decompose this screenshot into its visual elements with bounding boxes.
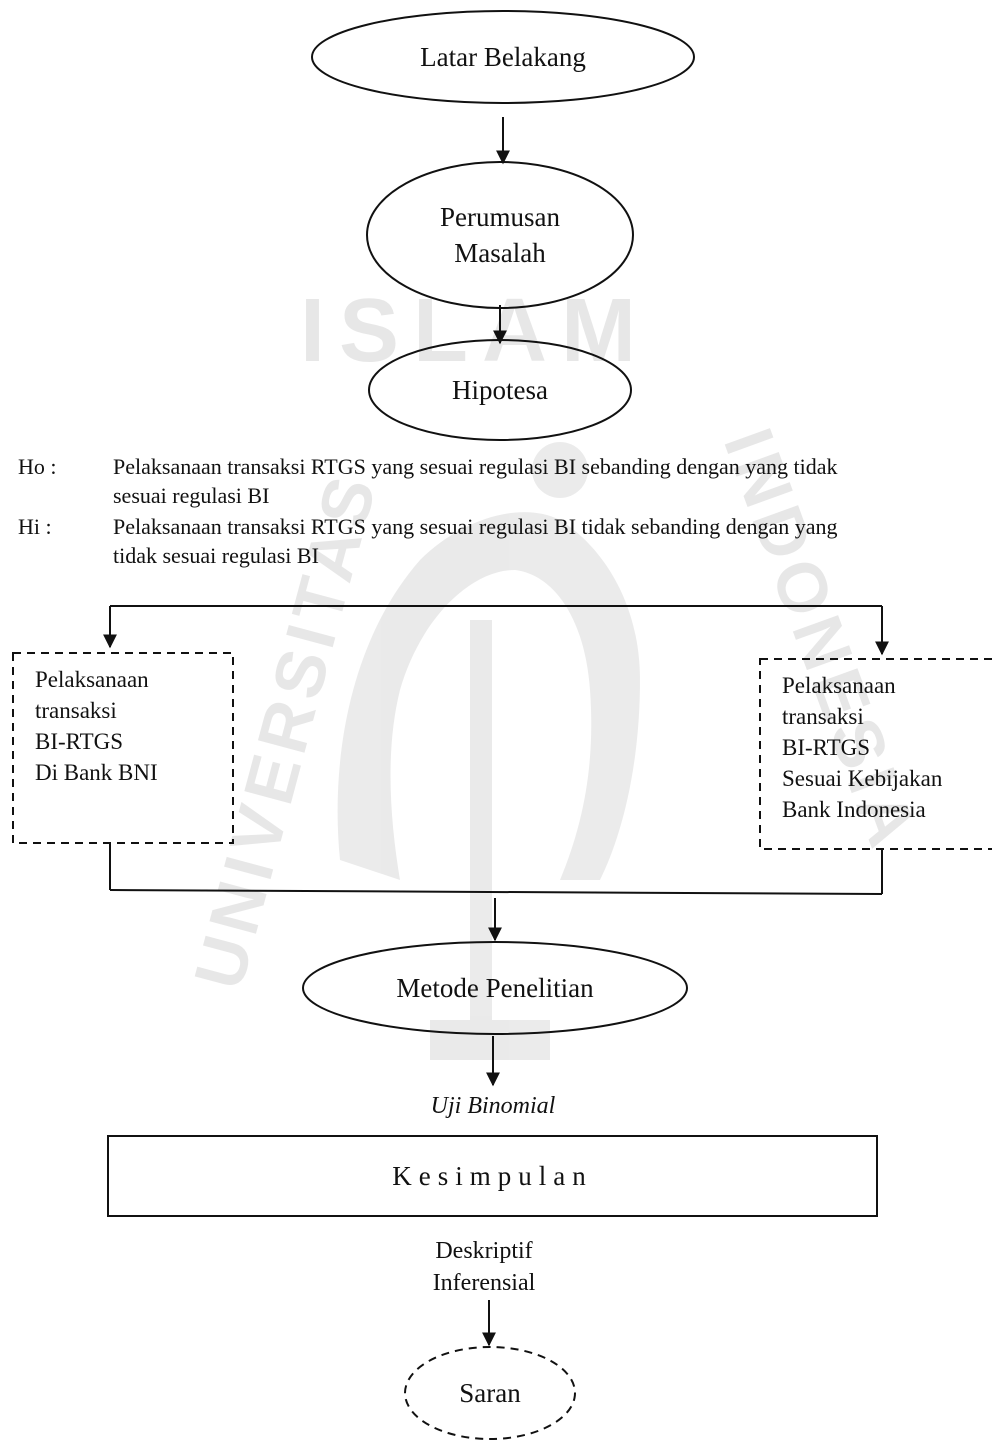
kesimpulan-rect xyxy=(107,1135,878,1217)
uji-binomial-label: Uji Binomial xyxy=(430,1093,556,1119)
latar-ellipse xyxy=(311,10,695,104)
inferensial-line: Inferensial xyxy=(432,1270,536,1296)
metode-penelitian-node: Metode Penelitian xyxy=(303,942,687,1034)
hypothesis-ho-key: Ho : xyxy=(18,454,57,479)
right-box-line5: Bank Indonesia xyxy=(782,797,926,822)
hypothesis-ho-line1: Pelaksanaan transaksi RTGS yang sesuai r… xyxy=(113,454,838,479)
deskriptif-inferensial-label: Deskriptif Inferensial xyxy=(384,1235,584,1299)
perumusan-label-line1: Perumusan xyxy=(440,202,560,232)
metode-ellipse xyxy=(302,941,688,1035)
right-box-line3: BI-RTGS xyxy=(782,735,871,760)
kesimpulan-node: Kesimpulan xyxy=(108,1136,877,1216)
perumusan-masalah-node: Perumusan Masalah xyxy=(367,162,633,308)
saran-ellipse xyxy=(404,1346,576,1440)
merge-bottom xyxy=(109,889,883,895)
right-box xyxy=(759,658,992,850)
right-box-line1: Pelaksanaan xyxy=(782,673,896,698)
kesimpulan-label: Kesimpulan xyxy=(392,1161,593,1191)
left-box-line1: Pelaksanaan xyxy=(35,667,149,692)
hipotesa-label: Hipotesa xyxy=(452,375,548,405)
left-box xyxy=(12,652,234,844)
hypothesis-hi-line2: tidak sesuai regulasi BI xyxy=(113,543,319,568)
left-box-line3: BI-RTGS xyxy=(35,729,124,754)
deskriptif-line: Deskriptif xyxy=(435,1238,533,1264)
metode-label: Metode Penelitian xyxy=(396,973,594,1003)
hypothesis-ho-line2: sesuai regulasi BI xyxy=(113,483,270,508)
hypothesis-ho: Ho : Pelaksanaan transaksi RTGS yang ses… xyxy=(0,452,992,512)
hypothesis-hi-line1: Pelaksanaan transaksi RTGS yang sesuai r… xyxy=(113,514,838,539)
left-box-line4: Di Bank BNI xyxy=(35,760,158,785)
hypothesis-hi: Hi : Pelaksanaan transaksi RTGS yang ses… xyxy=(0,512,992,572)
saran-label: Saran xyxy=(459,1378,521,1408)
right-box-line2: transaksi xyxy=(782,704,864,729)
right-box-line4: Sesuai Kebijakan xyxy=(782,766,943,791)
hypothesis-hi-text: Pelaksanaan transaksi RTGS yang sesuai r… xyxy=(113,512,973,570)
perumusan-label-line2: Masalah xyxy=(454,238,546,268)
left-box-line2: transaksi xyxy=(35,698,117,723)
hypothesis-ho-text: Pelaksanaan transaksi RTGS yang sesuai r… xyxy=(113,452,973,510)
right-box-text: Pelaksanaan transaksi BI-RTGS Sesuai Keb… xyxy=(782,670,987,825)
latar-belakang-node: Latar Belakang xyxy=(312,11,694,103)
left-box-text: Pelaksanaan transaksi BI-RTGS Di Bank BN… xyxy=(35,664,230,788)
hipotesa-node: Hipotesa xyxy=(369,340,631,440)
saran-node: Saran xyxy=(405,1347,575,1439)
hypothesis-hi-key: Hi : xyxy=(18,514,52,539)
latar-belakang-label: Latar Belakang xyxy=(420,42,586,72)
